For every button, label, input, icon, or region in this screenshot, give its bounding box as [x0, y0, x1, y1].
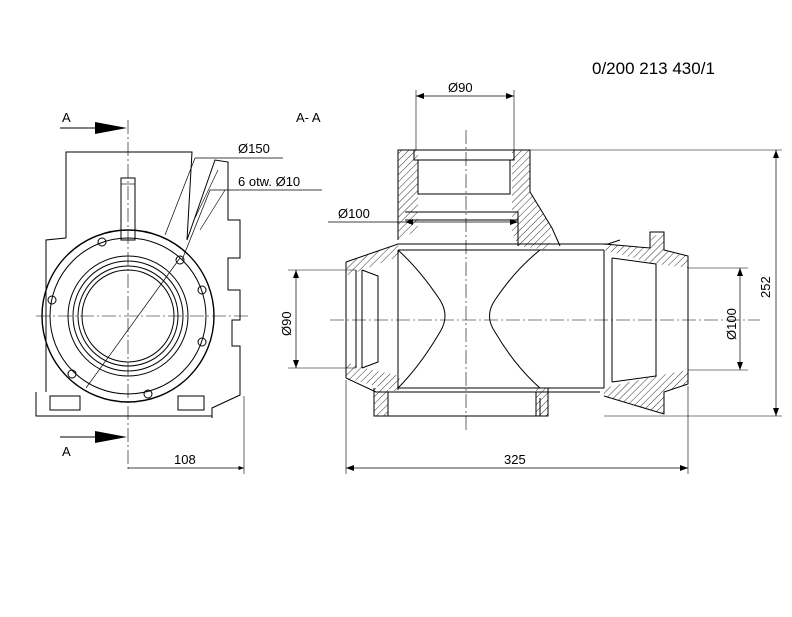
dim-top-diameter: Ø90	[448, 80, 473, 95]
dim-width: 108	[174, 452, 196, 467]
section-mark-top: A	[62, 110, 71, 125]
dim-right-diameter: Ø100	[724, 308, 739, 340]
section-mark-bottom: A	[62, 444, 71, 459]
dim-length: 325	[504, 452, 526, 467]
section-view: A- A Ø90 Ø100	[279, 80, 782, 474]
dim-inner-diameter: Ø100	[338, 206, 370, 221]
section-arrow-top	[95, 122, 127, 134]
dim-holes: 6 otw. Ø10	[238, 174, 300, 189]
section-label: A- A	[296, 110, 321, 125]
part-number: 0/200 213 430/1	[592, 59, 715, 78]
dim-left-diameter: Ø90	[279, 311, 294, 336]
dim-flange-diameter: Ø150	[238, 141, 270, 156]
dim-height: 252	[758, 276, 773, 298]
end-view: A A	[35, 110, 322, 474]
section-arrow-bottom	[95, 431, 127, 443]
